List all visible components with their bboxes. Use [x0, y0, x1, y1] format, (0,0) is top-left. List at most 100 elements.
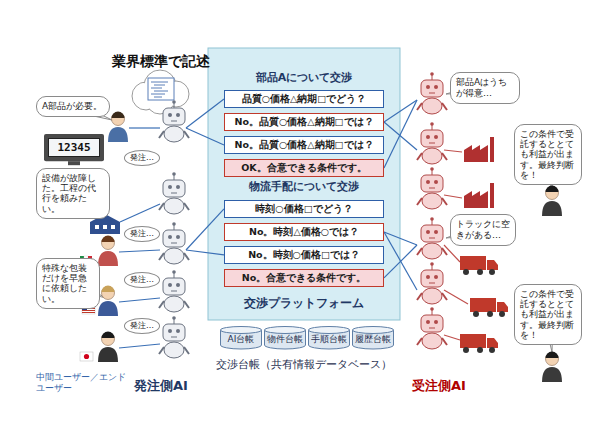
code-sheet: [148, 78, 174, 100]
robot-icon: [159, 270, 189, 312]
node-text: No。品質○価格△納期□では？: [229, 116, 379, 128]
robot-arm: [442, 103, 447, 110]
robot-icon: [159, 100, 189, 142]
robot-body: [422, 288, 442, 304]
factory-building: [464, 145, 488, 162]
factory-building: [464, 191, 488, 208]
thought-bubble: 発注…: [124, 226, 160, 242]
leader-lines: [186, 99, 417, 290]
robot-head: [421, 315, 443, 332]
speech-bubble: A部品が必要。: [36, 96, 110, 117]
robot-arm: [417, 293, 422, 300]
code-line: [154, 91, 168, 92]
person-icon: [108, 112, 128, 143]
robot-body: [422, 98, 442, 114]
flag-sun: [84, 354, 89, 359]
robot-antenna-tip: [172, 222, 176, 226]
person-icon: [98, 286, 118, 316]
person-head: [546, 353, 559, 366]
robot-body: [164, 342, 184, 358]
person-body: [542, 367, 562, 382]
robot-icon: [417, 72, 447, 114]
node-text: A部品が必要。: [42, 101, 104, 112]
person-icon: [542, 352, 562, 383]
cylinder-top: [265, 327, 306, 334]
robot-eye: [426, 135, 430, 139]
robot-eye: [426, 230, 430, 234]
person-head: [102, 287, 115, 300]
node-text: 12345: [51, 141, 97, 154]
robot-eye: [168, 283, 172, 287]
node-text: No。時刻○価格□では？: [229, 249, 379, 261]
monitor-frame: [44, 134, 104, 161]
link-line: [119, 250, 160, 252]
robot-mouth: [171, 243, 177, 244]
code-line: [151, 88, 162, 89]
robot-body: [422, 243, 442, 259]
robot-icon: [159, 222, 189, 264]
robot-antenna-tip: [430, 72, 434, 76]
robot-body: [164, 126, 184, 142]
robot-arm: [159, 347, 164, 354]
truck-cab: [487, 260, 498, 270]
node-text: No。合意できる条件です。: [229, 272, 379, 284]
robot-head: [421, 80, 443, 97]
person-body: [98, 347, 118, 362]
robot-eye: [434, 135, 438, 139]
cylinder-top: [353, 327, 394, 334]
robot-body: [164, 248, 184, 264]
leader-line: [384, 232, 417, 290]
speech-bubble: この条件で受託するととても利益が出ます。最終判断を！: [514, 284, 582, 345]
link-line: [444, 150, 462, 152]
robot-body: [422, 333, 442, 349]
node-text: No。品質○価格△納期□では？: [229, 139, 379, 151]
robot-arm: [417, 103, 422, 110]
robot-eye: [168, 185, 172, 189]
cylinder-top: [221, 327, 262, 334]
robot-icon: [417, 307, 447, 349]
robot-mouth: [171, 337, 177, 338]
robot-eye: [168, 235, 172, 239]
thought-bubble: 発注…: [124, 150, 160, 166]
side-caption: 発注側AI: [134, 378, 224, 394]
robot-body: [164, 296, 184, 312]
robot-mouth: [171, 121, 177, 122]
message-box: No。時刻○価格□では？: [224, 246, 384, 264]
robot-arm: [184, 347, 189, 354]
robot-mouth: [429, 93, 435, 94]
robot-icon: [417, 122, 447, 164]
side-caption: 受注側AI: [412, 378, 508, 394]
robot-icon: [417, 262, 447, 304]
robot-eye: [434, 275, 438, 279]
leader-line: [384, 122, 417, 150]
building-window: [95, 225, 99, 229]
flag-stripe: [82, 310, 95, 311]
database-cylinder: 手順台帳: [308, 326, 350, 349]
robot-icon: [159, 172, 189, 214]
code-cloud: [132, 70, 189, 114]
user-caption: 中間ユーザー／エンドユーザー: [36, 372, 126, 394]
heading-text: 業界標準で記述: [112, 53, 232, 70]
person-hair: [102, 286, 115, 292]
thought-bubble: トラックに空きがある…: [450, 214, 516, 246]
robot-eye: [168, 113, 172, 117]
message-box: No。時刻△価格○では？: [224, 223, 384, 241]
robot-mouth: [171, 193, 177, 194]
truck-box: [470, 298, 496, 312]
robot-head: [421, 175, 443, 192]
section-heading: 部品Aについて交渉: [208, 71, 400, 84]
message-box: 時刻○価格□でどう？: [224, 200, 384, 218]
robot-mouth: [429, 238, 435, 239]
robot-eye: [434, 320, 438, 324]
code-line: [154, 97, 162, 98]
robot-icon: [417, 217, 447, 259]
speech-bubble: 設備が故障した。工程の代行を頼みたい。: [36, 168, 110, 219]
code-line: [151, 94, 165, 95]
node-text: 品質○価格△納期□でどう？: [229, 93, 379, 105]
leader-line: [384, 232, 417, 245]
truck-icon: [460, 256, 498, 275]
person-icon: [98, 332, 118, 362]
robot-arm: [442, 198, 447, 205]
